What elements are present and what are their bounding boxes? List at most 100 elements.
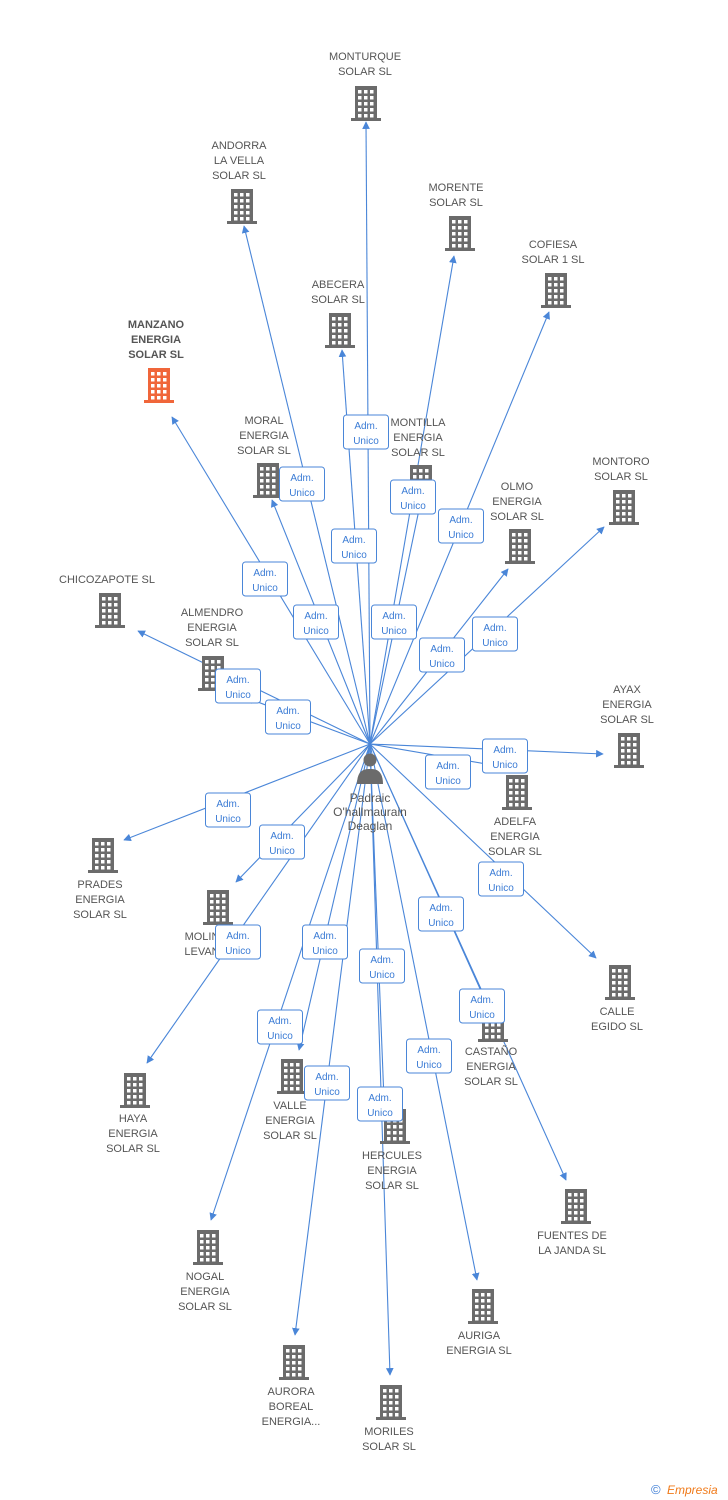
company-name-ayax[interactable]: SOLAR SL <box>600 714 654 726</box>
relation-label[interactable]: Adm.Unico <box>265 699 311 735</box>
building-icon[interactable] <box>445 216 475 251</box>
company-name-cofiesa[interactable]: COFIESA <box>529 239 578 251</box>
building-icon[interactable] <box>193 1230 223 1265</box>
company-name-chicozapote[interactable]: CHICOZAPOTE SL <box>59 574 155 586</box>
company-name-valle[interactable]: VALLE <box>273 1100 306 1112</box>
company-name-valle[interactable]: SOLAR SL <box>263 1130 317 1142</box>
building-icon[interactable] <box>502 775 532 810</box>
building-icon[interactable] <box>468 1289 498 1324</box>
person-name[interactable]: Padraic <box>350 791 391 805</box>
relation-label[interactable]: Adm.Unico <box>343 414 389 450</box>
company-name-nogal[interactable]: NOGAL <box>186 1271 225 1283</box>
building-icon[interactable] <box>541 273 571 308</box>
company-name-abecera[interactable]: SOLAR SL <box>311 294 365 306</box>
footer-brand[interactable]: © Empresia <box>651 1482 718 1497</box>
relation-label[interactable]: Adm.Unico <box>357 1086 403 1122</box>
relation-label[interactable]: Adm.Unico <box>390 479 436 515</box>
company-name-andorra[interactable]: LA VELLA <box>214 155 265 167</box>
relation-label[interactable]: Adm.Unico <box>259 824 305 860</box>
company-name-adelfa[interactable]: SOLAR SL <box>488 846 542 858</box>
building-icon[interactable] <box>120 1073 150 1108</box>
relation-label[interactable]: Adm.Unico <box>215 668 261 704</box>
building-icon[interactable] <box>227 189 257 224</box>
building-icon[interactable] <box>505 529 535 564</box>
company-name-almendro[interactable]: SOLAR SL <box>185 637 239 649</box>
company-name-auriga[interactable]: AURIGA <box>458 1330 501 1342</box>
company-name-almendro[interactable]: ENERGIA <box>187 622 237 634</box>
company-name-haya[interactable]: ENERGIA <box>108 1128 158 1140</box>
company-name-auriga[interactable]: ENERGIA SL <box>446 1345 511 1357</box>
relation-label[interactable]: Adm.Unico <box>257 1009 303 1045</box>
company-name-almendro[interactable]: ALMENDRO <box>181 607 244 619</box>
company-name-olmo[interactable]: ENERGIA <box>492 496 542 508</box>
company-name-haya[interactable]: SOLAR SL <box>106 1143 160 1155</box>
building-icon[interactable] <box>614 733 644 768</box>
company-name-nogal[interactable]: SOLAR SL <box>178 1301 232 1313</box>
company-name-moral[interactable]: SOLAR SL <box>237 445 291 457</box>
company-name-manzano[interactable]: ENERGIA <box>131 334 181 346</box>
company-name-andorra[interactable]: ANDORRA <box>211 140 267 152</box>
relation-label[interactable]: Adm.Unico <box>418 896 464 932</box>
relation-label[interactable]: Adm.Unico <box>371 604 417 640</box>
company-name-moriles[interactable]: SOLAR SL <box>362 1441 416 1453</box>
relation-label[interactable]: Adm.Unico <box>302 924 348 960</box>
building-icon[interactable] <box>88 838 118 873</box>
company-name-prades[interactable]: ENERGIA <box>75 894 125 906</box>
company-name-aurora[interactable]: ENERGIA... <box>262 1416 321 1428</box>
company-name-aurora[interactable]: BOREAL <box>269 1401 314 1413</box>
company-name-andorra[interactable]: SOLAR SL <box>212 170 266 182</box>
company-name-hercules[interactable]: HERCULES <box>362 1150 422 1162</box>
company-name-castano[interactable]: SOLAR SL <box>464 1076 518 1088</box>
building-icon[interactable] <box>253 463 283 498</box>
building-icon[interactable] <box>277 1059 307 1094</box>
company-name-molinos[interactable]: MOLIN <box>185 931 220 943</box>
company-name-valle[interactable]: ENERGIA <box>265 1115 315 1127</box>
building-icon[interactable] <box>95 593 125 628</box>
company-name-fuentes[interactable]: FUENTES DE <box>537 1230 607 1242</box>
building-icon[interactable] <box>325 313 355 348</box>
building-icon[interactable] <box>351 86 381 121</box>
building-icon[interactable] <box>144 368 174 403</box>
person-name[interactable]: Deaglan <box>348 819 393 833</box>
company-name-hercules[interactable]: ENERGIA <box>367 1165 417 1177</box>
building-icon[interactable] <box>609 490 639 525</box>
relation-label[interactable]: Adm.Unico <box>293 604 339 640</box>
relation-label[interactable]: Adm.Unico <box>482 738 528 774</box>
company-name-calle[interactable]: EGIDO SL <box>591 1021 643 1033</box>
company-name-montilla[interactable]: MONTILLA <box>390 417 446 429</box>
relation-label[interactable]: Adm.Unico <box>472 616 518 652</box>
company-name-moral[interactable]: ENERGIA <box>239 430 289 442</box>
company-name-cofiesa[interactable]: SOLAR 1 SL <box>522 254 585 266</box>
relation-label[interactable]: Adm.Unico <box>215 924 261 960</box>
company-name-olmo[interactable]: SOLAR SL <box>490 511 544 523</box>
relation-label[interactable]: Adm.Unico <box>478 861 524 897</box>
relation-label[interactable]: Adm.Unico <box>438 508 484 544</box>
company-name-morente[interactable]: MORENTE <box>429 182 484 194</box>
company-name-montoro[interactable]: MONTORO <box>592 456 650 468</box>
building-icon[interactable] <box>203 890 233 925</box>
building-icon[interactable] <box>605 965 635 1000</box>
building-icon[interactable] <box>376 1385 406 1420</box>
company-name-fuentes[interactable]: LA JANDA SL <box>538 1245 606 1257</box>
relation-label[interactable]: Adm.Unico <box>205 792 251 828</box>
relation-label[interactable]: Adm.Unico <box>459 988 505 1024</box>
company-name-abecera[interactable]: ABECERA <box>312 279 365 291</box>
relation-label[interactable]: Adm.Unico <box>242 561 288 597</box>
company-name-olmo[interactable]: OLMO <box>501 481 534 493</box>
company-name-monturque[interactable]: SOLAR SL <box>338 66 392 78</box>
company-name-aurora[interactable]: AURORA <box>267 1386 315 1398</box>
company-name-adelfa[interactable]: ADELFA <box>494 816 537 828</box>
company-name-manzano[interactable]: SOLAR SL <box>128 349 184 361</box>
company-name-nogal[interactable]: ENERGIA <box>180 1286 230 1298</box>
relation-label[interactable]: Adm.Unico <box>279 466 325 502</box>
company-name-calle[interactable]: CALLE <box>600 1006 635 1018</box>
relation-label[interactable]: Adm.Unico <box>331 528 377 564</box>
company-name-molinos[interactable]: LEVAN <box>184 946 219 958</box>
relation-label[interactable]: Adm.Unico <box>406 1038 452 1074</box>
company-name-montoro[interactable]: SOLAR SL <box>594 471 648 483</box>
company-name-hercules[interactable]: SOLAR SL <box>365 1180 419 1192</box>
company-name-prades[interactable]: SOLAR SL <box>73 909 127 921</box>
person-icon[interactable] <box>357 753 383 785</box>
company-name-castano[interactable]: ENERGIA <box>466 1061 516 1073</box>
